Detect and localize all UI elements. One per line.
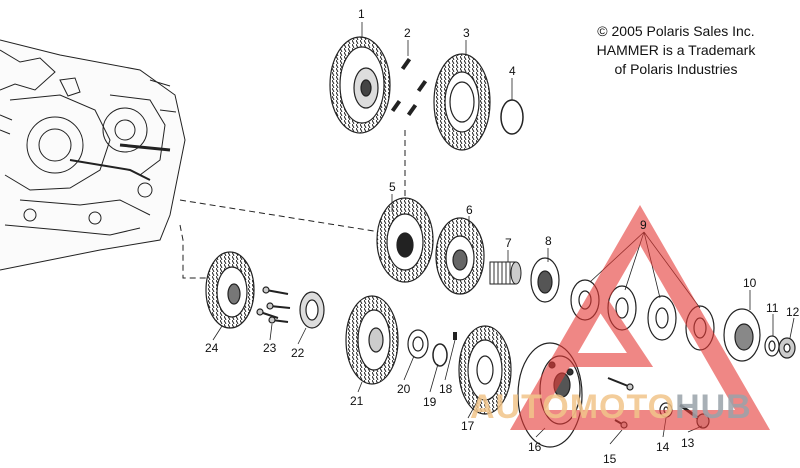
- callout-21: 21: [350, 394, 364, 408]
- part-19-snap-ring: [432, 343, 448, 367]
- callout-11: 11: [766, 301, 779, 315]
- part-22-bearing: [299, 291, 325, 329]
- callout-13: 13: [681, 436, 695, 450]
- callout-18: 18: [439, 382, 453, 396]
- callout-24: 24: [205, 341, 219, 355]
- watermark-text-part2: HUB: [675, 388, 752, 426]
- callout-23: 23: [263, 341, 277, 355]
- callout-10: 10: [743, 276, 757, 290]
- part-10-pressure-plate: [723, 308, 761, 362]
- callout-20: 20: [397, 382, 411, 396]
- part-1-gear-assembly: [329, 36, 391, 134]
- callout-numbers: 1 2 3 4 5 6 7 8 9 10 11 12 13 14 15 16 1…: [205, 7, 800, 466]
- callout-7: 7: [505, 236, 512, 250]
- callout-1: 1: [358, 7, 365, 21]
- callout-16: 16: [528, 440, 542, 454]
- part-11-washer: [764, 335, 780, 357]
- part-6-gear: [435, 217, 485, 295]
- callout-19: 19: [423, 395, 437, 409]
- leader-lines: [179, 130, 406, 279]
- callout-2: 2: [404, 26, 411, 40]
- engine-crankcase: [0, 39, 186, 271]
- callout-15: 15: [603, 452, 617, 466]
- copyright-line-1: © 2005 Polaris Sales Inc.: [597, 23, 755, 39]
- part-18-key: [453, 332, 457, 340]
- copyright-notice: © 2005 Polaris Sales Inc. HAMMER is a Tr…: [565, 22, 787, 79]
- part-17-sprocket: [458, 325, 512, 415]
- part-3-gear: [433, 53, 491, 151]
- callout-3: 3: [463, 26, 470, 40]
- part-8-hub: [530, 257, 560, 303]
- part-4-snap-ring: [500, 99, 524, 135]
- part-23-bolts: [256, 286, 291, 324]
- callout-9: 9: [640, 218, 647, 232]
- watermark-logo: [510, 205, 770, 430]
- watermark-text-part1: AUTOMOTO: [470, 388, 676, 426]
- callout-17: 17: [461, 419, 475, 433]
- callout-14: 14: [656, 440, 670, 454]
- part-5-gear: [376, 197, 434, 283]
- copyright-line-3: of Polaris Industries: [614, 61, 738, 77]
- part-12-nut: [778, 337, 796, 359]
- callout-5: 5: [389, 180, 396, 194]
- part-24-gear: [205, 251, 255, 329]
- copyright-line-2: HAMMER is a Trademark: [596, 42, 756, 58]
- callout-22: 22: [291, 346, 305, 360]
- callout-6: 6: [466, 203, 473, 217]
- part-21-gear: [345, 295, 399, 385]
- callout-4: 4: [509, 64, 516, 78]
- callout-12: 12: [786, 305, 800, 319]
- part-7-needle-bearing: [489, 261, 522, 285]
- part-2-pins: [390, 57, 428, 117]
- callout-8: 8: [545, 234, 552, 248]
- watermark-text: AUTOMOTOHUB: [470, 388, 752, 427]
- part-20-washer: [407, 329, 429, 359]
